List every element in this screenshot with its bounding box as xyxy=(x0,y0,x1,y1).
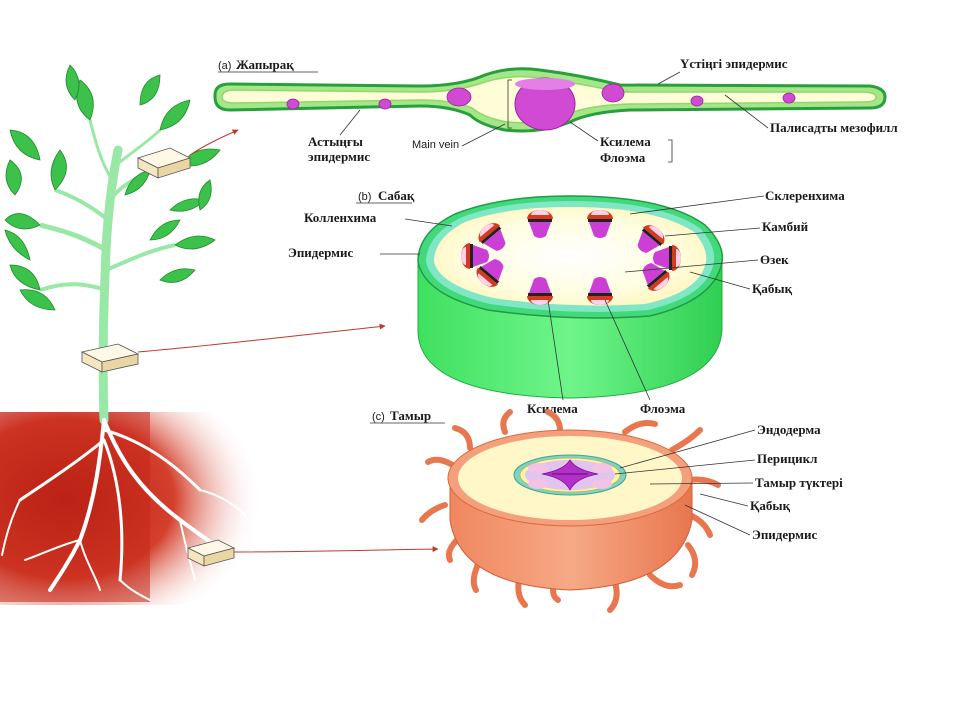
upper-epidermis-label: Үстіңгі эпидермис xyxy=(680,56,788,71)
stem-section: (b) Сабақ Склеренхима Колленхима Камбий … xyxy=(288,188,845,416)
cambium-label: Камбий xyxy=(762,219,809,234)
pericycle-label: Перицикл xyxy=(757,451,817,466)
leaf-xylem-label: Ксилема xyxy=(600,134,651,149)
root-sample-box xyxy=(186,539,236,567)
main-vein-label: Main vein xyxy=(412,139,459,151)
palisade-label: Палисадты мезофилл xyxy=(770,120,898,135)
root-xylem-star xyxy=(541,459,599,491)
root-cortex-label: Қабық xyxy=(750,498,791,513)
leaf-arrow xyxy=(189,129,239,156)
root-title: Тамыр xyxy=(390,408,431,423)
stem-cortex-label: Қабық xyxy=(752,281,793,296)
collenchyma-label: Колленхима xyxy=(304,210,377,225)
plant xyxy=(0,64,439,605)
lower-epidermis-label-2: эпидермис xyxy=(308,149,370,164)
leaf-sample-box xyxy=(136,147,192,179)
plant-roots xyxy=(1,418,246,601)
stem-cortex xyxy=(434,207,707,306)
stem-phloem-label: Флоэма xyxy=(640,401,686,416)
stem-tag: (b) xyxy=(358,191,371,203)
plant-leaves xyxy=(4,64,221,311)
stem-xylem-label: Ксилема xyxy=(527,401,578,416)
pith-label: Өзек xyxy=(760,252,789,267)
sclerenchyma-label: Склеренхима xyxy=(765,188,845,203)
root-arrow xyxy=(233,546,439,553)
root-epidermis-label: Эпидермис xyxy=(752,527,818,542)
lower-epidermis-label-1: Астыңғы xyxy=(308,134,363,149)
leaf-title: Жапырақ xyxy=(236,57,294,72)
stem-arrow xyxy=(137,323,386,353)
endodermis-label: Эндодерма xyxy=(757,422,821,437)
root-phloem-patches xyxy=(528,463,612,489)
stem-vascular-bundles xyxy=(461,210,681,305)
leaf-phloem-label: Флоэма xyxy=(600,150,646,165)
stem-epidermis-label: Эпидермис xyxy=(288,245,354,260)
stem-title: Сабақ xyxy=(378,188,415,203)
root-tag: (c) xyxy=(372,411,385,423)
stem-sample-box xyxy=(80,343,140,373)
root-hairs-label: Тамыр түктері xyxy=(755,475,843,490)
root-section: (c) Тамыр Эндодерма Перицикл Тамыр түкте… xyxy=(370,408,843,613)
leaf-section: (a) Жапырақ Үстіңгі эпидермис Палисадты … xyxy=(213,56,898,165)
leaf-tag: (a) xyxy=(218,60,231,72)
